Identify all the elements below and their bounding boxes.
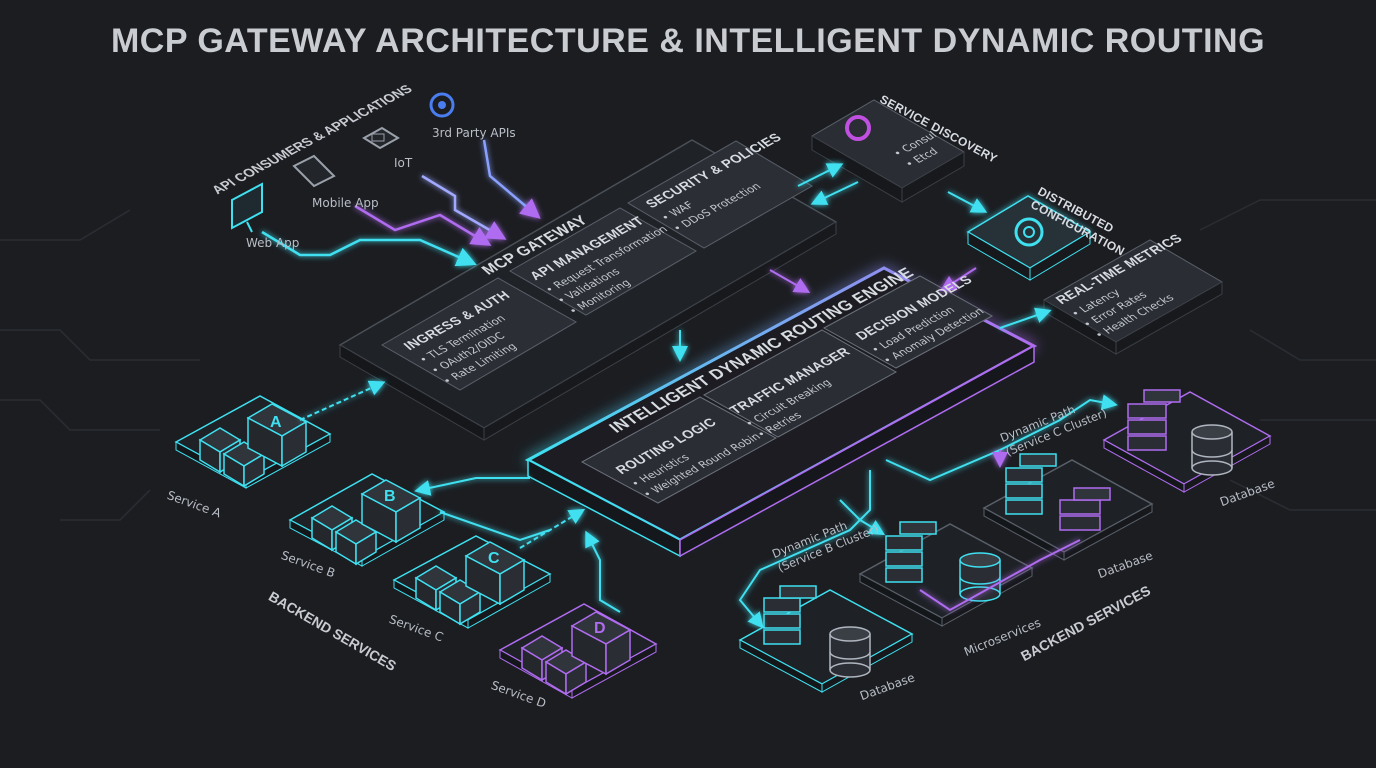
flow-engine-path-b: [738, 470, 871, 629]
flow-web-app: [261, 230, 477, 267]
server-stack-5: [1127, 389, 1181, 451]
flow-config-engine: [939, 267, 977, 292]
flow-gateway-discovery: [797, 163, 844, 187]
mobile-app-label: Mobile App: [312, 196, 379, 210]
circuit-traces: [0, 199, 1376, 521]
service-b-letter: B: [384, 488, 396, 505]
flow-iot: [421, 174, 507, 240]
service-c-cubes: [414, 541, 526, 626]
flow-microservices-db: [919, 539, 1081, 612]
db-cylinder-1: [829, 626, 871, 678]
ingress-auth-panel: [380, 277, 578, 391]
service-b-cubes: [310, 479, 422, 566]
service-a-cubes: [198, 403, 308, 488]
gear-icon: [1014, 217, 1044, 247]
api-management-panel: [508, 207, 698, 316]
third-party-label: 3rd Party APIs: [432, 126, 516, 140]
flow-discovery-config: [947, 191, 988, 213]
iot-label: IoT: [394, 156, 413, 170]
server-stack-3: [1005, 453, 1057, 515]
decision-models-panel: [822, 275, 994, 369]
service-d-cubes: [520, 611, 632, 696]
service-a-letter: A: [270, 414, 282, 431]
flow-third-party: [482, 139, 541, 219]
third-party-gear-icon: [429, 92, 455, 118]
security-policies-panel: [627, 140, 813, 249]
service-c-letter: C: [488, 550, 500, 567]
flow-path-c: [885, 394, 1118, 482]
flow-engine-metrics: [999, 307, 1052, 329]
flow-service-d-engine: [585, 530, 621, 613]
flow-engine-microservices: [839, 499, 886, 536]
server-stack-2: [885, 521, 937, 583]
web-app-icon: [231, 182, 263, 233]
server-stack-4: [1059, 487, 1111, 531]
flow-discovery-gateway: [810, 181, 859, 205]
mobile-app-icon: [292, 154, 336, 188]
flow-gateway-engine-right: [769, 269, 811, 293]
server-stack-1: [763, 585, 817, 645]
service-discovery-box: [811, 99, 965, 203]
iot-chip-icon: [362, 126, 400, 150]
flow-engine-service-b: [414, 477, 530, 496]
db-cylinder-3: [1191, 424, 1233, 476]
realtime-metrics-box: [1042, 239, 1224, 355]
flow-gateway-service-a: [299, 380, 386, 421]
flow-mobile-app: [354, 204, 492, 246]
consul-icon: [845, 115, 871, 141]
routing-logic-panel: [580, 396, 778, 504]
page-title: MCP GATEWAY ARCHITECTURE & INTELLIGENT D…: [110, 22, 1266, 60]
service-d-letter: D: [594, 620, 606, 637]
web-app-label: Web App: [246, 236, 300, 250]
distributed-config-box: [966, 195, 1092, 281]
flow-engine-service-b2: [439, 511, 551, 542]
traffic-manager-panel: [702, 329, 898, 438]
